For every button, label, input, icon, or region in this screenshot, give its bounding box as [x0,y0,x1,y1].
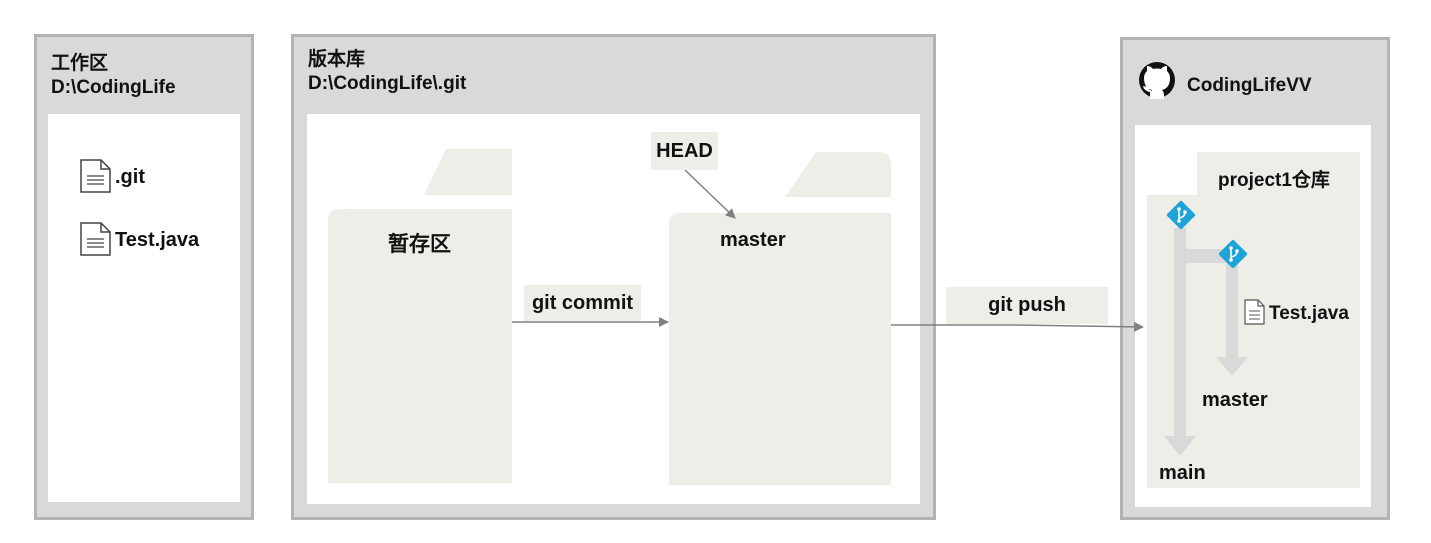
github-icon [1139,62,1175,99]
working-dir-content [48,114,240,502]
file-icon [1244,299,1265,325]
git-branch-icon [1218,239,1248,269]
branch-connector [1186,249,1226,263]
remote-file-name: Test.java [1269,303,1349,324]
file-name-git: .git [115,166,145,188]
git-push-label: git push [946,287,1108,324]
remote-repo-label: project1仓库 [1218,170,1330,191]
repo-path: D:\CodingLife\.git [308,73,467,94]
working-dir-panel: 工作区 D:\CodingLife [34,34,254,520]
remote-branch-main: main [1159,462,1206,484]
repo-title: 版本库 [308,49,366,70]
master-folder-icon [669,152,891,485]
working-dir-path: D:\CodingLife [51,77,176,98]
remote-user: CodingLifeVV [1187,75,1312,96]
file-icon [80,222,111,256]
file-icon [80,159,111,193]
working-dir-title: 工作区 [51,53,109,74]
remote-repo-area [1147,152,1360,488]
git-branch-icon [1166,200,1196,230]
master-branch-arrow [1216,262,1248,376]
branch-master-label: master [720,229,786,251]
file-name-test-java: Test.java [115,229,200,251]
staging-folder-icon [328,149,512,483]
head-pointer-arrow [684,169,736,219]
head-label: HEAD [651,132,718,170]
remote-branch-master: master [1202,389,1268,411]
staging-area-label: 暂存区 [388,233,451,256]
git-commit-label: git commit [524,285,641,321]
main-branch-arrow [1164,228,1196,456]
push-arrow [891,321,1144,332]
